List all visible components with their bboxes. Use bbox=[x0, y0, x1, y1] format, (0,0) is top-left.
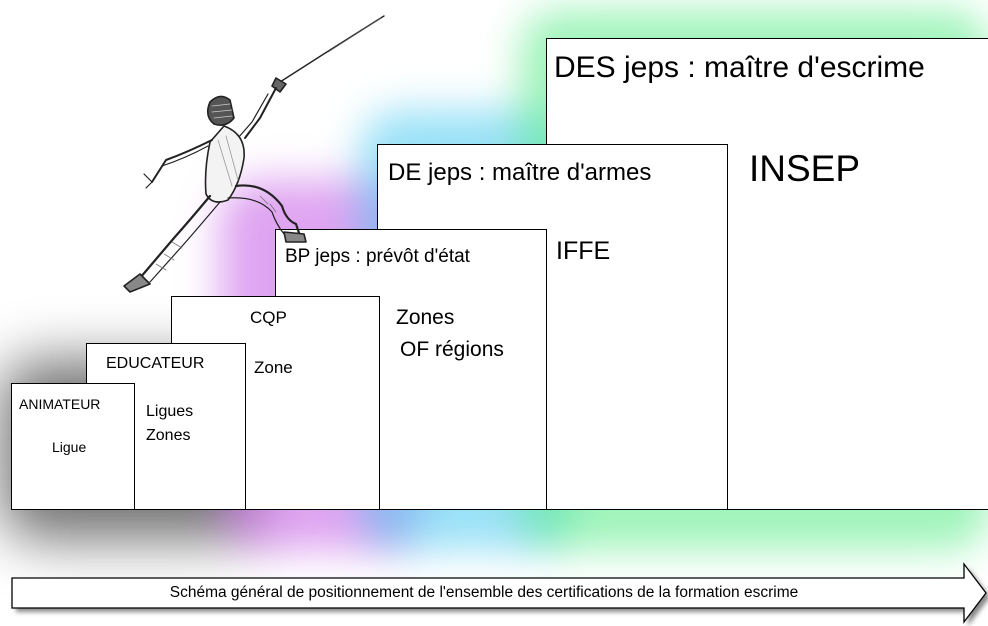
arrow-shape bbox=[11, 562, 987, 624]
fencer-torso bbox=[204, 125, 245, 203]
bp-jeps-title: BP jeps : prévôt d'état bbox=[285, 246, 470, 267]
des-jeps-location: INSEP bbox=[749, 148, 861, 189]
bp-jeps-location-1: Zones bbox=[396, 306, 455, 329]
educateur-location-2: Zones bbox=[146, 427, 191, 444]
des-jeps-title: DES jeps : maître d'escrime bbox=[554, 51, 925, 84]
caption-arrow bbox=[11, 562, 988, 626]
cqp-title: CQP bbox=[250, 308, 287, 327]
fencer-back-leg bbox=[138, 194, 212, 280]
cqp-location: Zone bbox=[254, 358, 293, 377]
educateur-title: EDUCATEUR bbox=[106, 355, 205, 372]
animateur-location: Ligue bbox=[52, 439, 87, 455]
diagram-caption: Schéma général de positionnement de l'en… bbox=[169, 584, 799, 601]
fencer-illustration bbox=[123, 15, 385, 293]
animateur-title: ANIMATEUR bbox=[19, 396, 101, 412]
educateur-location-1: Ligues bbox=[146, 403, 194, 420]
bp-jeps-location-2: OF régions bbox=[400, 338, 504, 361]
fencer-front-leg bbox=[234, 184, 302, 238]
de-jeps-title: DE jeps : maître d'armes bbox=[388, 159, 652, 186]
de-jeps-location: IFFE bbox=[556, 237, 611, 265]
step-animateur bbox=[11, 383, 135, 510]
